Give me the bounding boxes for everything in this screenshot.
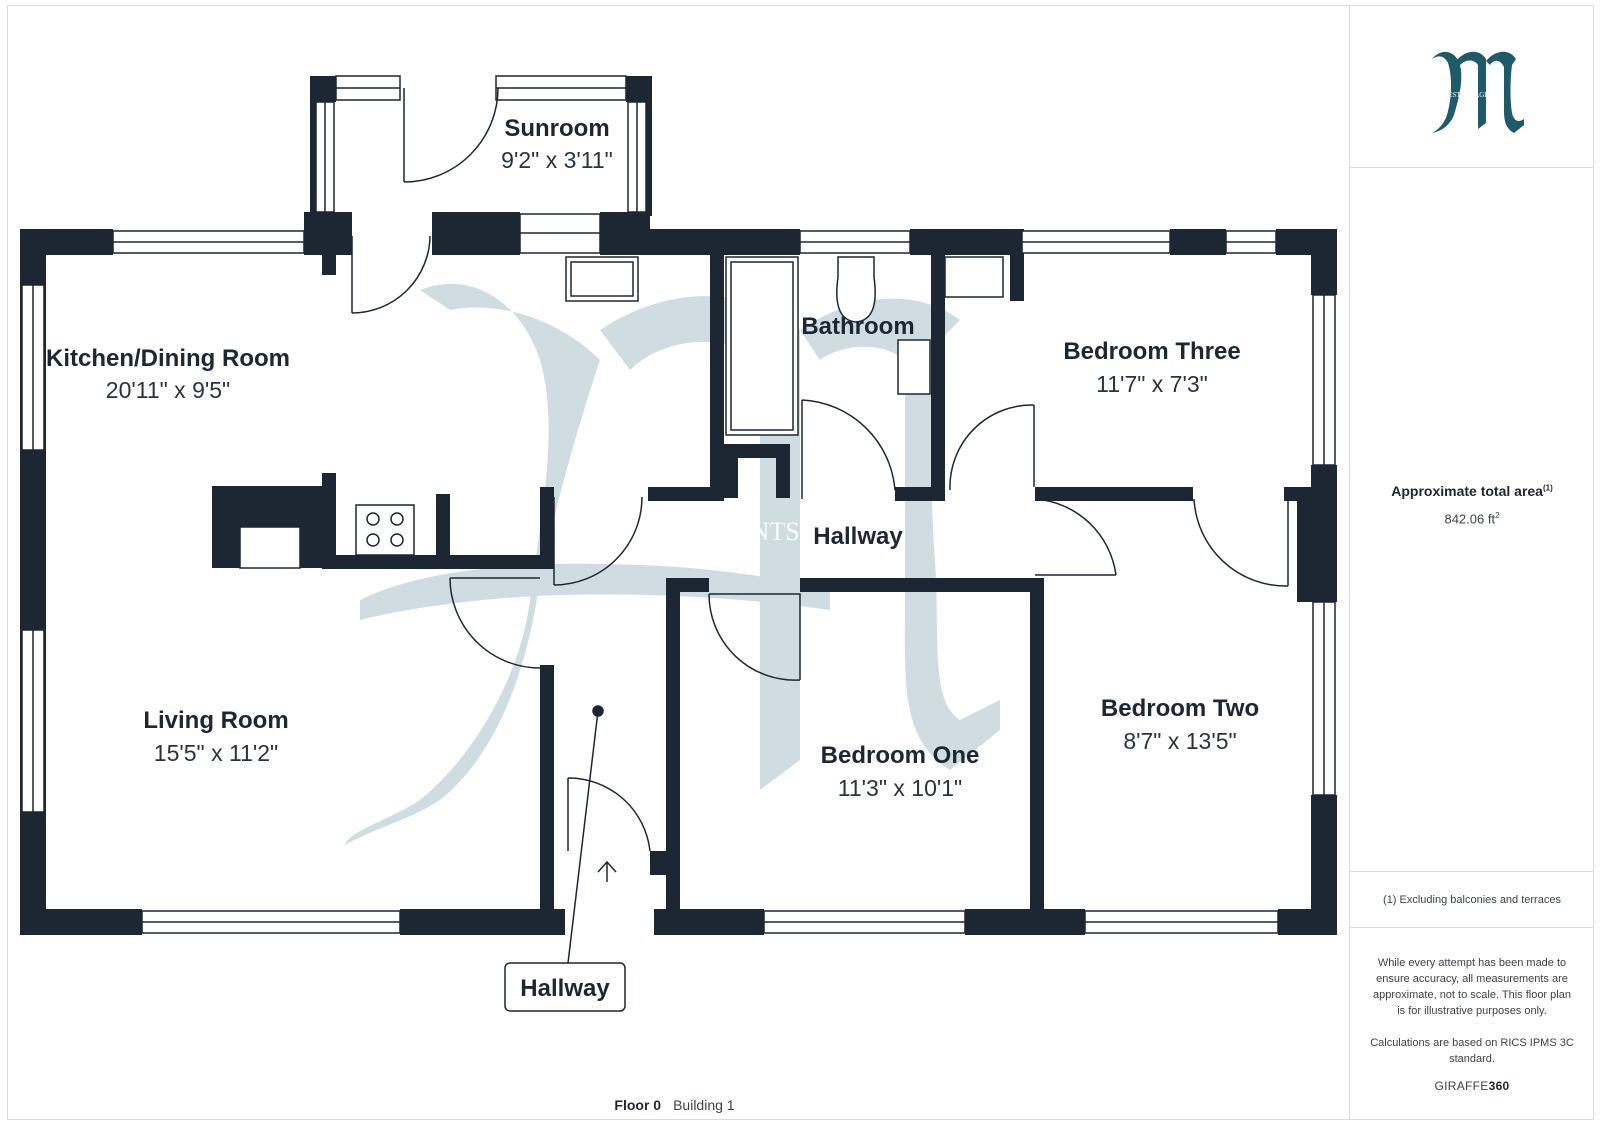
- giraffe360-brand: GIRAFFE360: [1350, 1079, 1594, 1093]
- room-dimensions: 11'3" x 10'1": [838, 775, 962, 801]
- watermark-text: ESTATE AGENTS: [600, 517, 799, 546]
- brand-prefix: GIRAFFE: [1434, 1079, 1489, 1093]
- oven: [239, 526, 301, 569]
- area-unit-exponent: 2: [1495, 511, 1500, 520]
- cupboard: [944, 256, 1004, 298]
- area-title: Approximate total area(1): [1350, 483, 1594, 499]
- sidebar-divider: [1350, 871, 1594, 872]
- door-swings: [351, 87, 1289, 852]
- windows: [21, 75, 1336, 934]
- room-dimensions: 15'5" x 11'2": [154, 740, 278, 766]
- walls: [20, 76, 1337, 935]
- room-living: Living Room 15'5" x 11'2": [143, 707, 288, 766]
- room-sunroom: Sunroom 9'2" x 3'11": [501, 115, 613, 173]
- room-name: Kitchen/Dining Room: [46, 345, 290, 372]
- room-dimensions: 9'2" x 3'11": [501, 147, 613, 173]
- building-name: Building 1: [673, 1097, 735, 1113]
- logo-lettering: ESTATE AGENTS: [1448, 91, 1502, 99]
- room-bedroom-one: Bedroom One 11'3" x 10'1": [821, 742, 980, 801]
- logo-monogram-icon: ESTATE AGENTS: [1432, 51, 1524, 133]
- room-name: Bedroom One: [821, 742, 980, 769]
- room-name: Bathroom: [801, 313, 914, 340]
- room-hallway-inner: Hallway: [813, 523, 903, 550]
- room-name: Hallway: [813, 523, 903, 550]
- room-dimensions: 8'7" x 13'5": [1123, 728, 1236, 754]
- brand-logo: ESTATE AGENTS: [1420, 41, 1530, 141]
- calculations-note: Calculations are based on RICS IPMS 3C s…: [1370, 1037, 1574, 1065]
- hob: [355, 504, 415, 556]
- footnote: (1) Excluding balconies and terraces: [1383, 894, 1561, 906]
- bathroom-basin: [897, 339, 931, 395]
- room-bedroom-three: Bedroom Three 11'7" x 7'3": [1063, 338, 1240, 397]
- area-title-footnote-mark: (1): [1542, 483, 1553, 493]
- plan-frame: [7, 5, 1594, 1120]
- sidebar-divider: [1350, 167, 1594, 168]
- toilet: [836, 256, 876, 323]
- fixtures: [239, 256, 1004, 569]
- floor-number: Floor 0: [614, 1097, 662, 1113]
- info-sidebar: ESTATE AGENTS Approximate total area (1) …: [1349, 5, 1594, 1120]
- disclaimer: While every attempt has been made to ens…: [1373, 957, 1571, 1017]
- room-name: Sunroom: [504, 115, 609, 142]
- entrance-marker: [567, 705, 617, 964]
- room-bathroom: Bathroom: [801, 313, 914, 340]
- brand-suffix: 360: [1488, 1079, 1510, 1093]
- room-bedroom-two: Bedroom Two 8'7" x 13'5": [1101, 695, 1259, 754]
- floor-plan: ESTATE AGENTS: [20, 75, 1337, 1012]
- room-name: Hallway: [520, 975, 610, 1002]
- area-value-text: 842.06 ft: [1444, 511, 1496, 527]
- room-name: Bedroom Three: [1063, 338, 1240, 365]
- hallway-callout: Hallway: [504, 962, 626, 1012]
- sidebar-divider: [1350, 927, 1594, 928]
- area-value: 842.06 ft2: [1350, 511, 1594, 526]
- room-dimensions: 20'11" x 9'5": [106, 377, 230, 403]
- room-dimensions: 11'7" x 7'3": [1096, 371, 1208, 397]
- room-name: Living Room: [143, 707, 288, 734]
- room-kitchen-dining: Kitchen/Dining Room 20'11" x 9'5": [46, 345, 290, 403]
- floor-label: Floor 0 Building 1: [0, 1097, 1349, 1113]
- room-name: Bedroom Two: [1101, 695, 1259, 722]
- area-title-text: Approximate total area: [1391, 483, 1543, 499]
